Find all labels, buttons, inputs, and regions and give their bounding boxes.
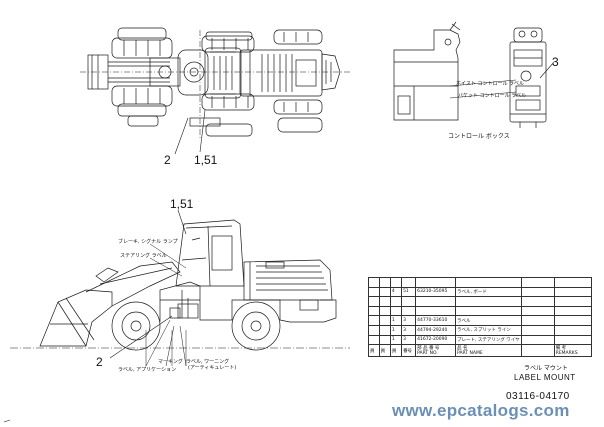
table-cell: 44770-33610 [415,315,457,326]
table-row: 1 3 44794-29240 ラベル, スプリット ライン [368,324,593,336]
control-box-drawing [393,21,555,128]
label-brake-lamp: ブレーキ, シグナル ランプ [118,239,178,245]
control-box-label-upper: ホイスト コントロール ラベル [456,81,525,87]
watermark: www.epcatalogs.com [392,401,570,420]
table-cell: 3 [401,315,417,326]
top-view-loader [80,27,350,155]
drawing-number: 03116-04170 [506,391,570,402]
control-box-label-lower: バケット コントロール ラベル [458,93,527,99]
label-steering: ステアリング ラベル [120,253,167,259]
table-cell: 3 [401,334,417,346]
table-cell: プレート, ステアリング ワイヤ [455,334,522,346]
table-row [368,277,593,288]
side-view-loader [10,209,350,367]
control-box-caption: コントロール ボックス [448,133,510,140]
table-cell: 51 [401,286,417,298]
label-warning-line2: (アーティキュレート) [188,365,237,371]
table-header [520,344,555,358]
table-header: 番号 [401,344,417,358]
table-cell: 41672-20090 [415,334,457,346]
table-cell: ラベル, スプリット ライン [455,324,522,336]
table-cell: ラベル [455,315,522,326]
title-jp: ラベル マウント [524,365,568,372]
label-application: ラベル, アプリケーション [118,367,177,373]
table-header: 員 [378,344,391,358]
table-cell: 1 [389,324,403,336]
table-row: 1 3 44770-33610 ラベル [368,315,593,326]
callout-top-2: 2 [164,153,171,167]
table-row [368,305,593,317]
table-row: 4 51 63210-35095 ラベル, ボード [368,286,593,298]
callout-side-1-51: 1,51 [170,197,194,211]
label-marking: マーキング [158,359,183,365]
callout-control-3: 3 [552,55,559,69]
title-en: LABEL MOUNT [514,373,576,382]
table-cell: 4 [389,286,403,298]
table-cell: 3 [401,324,417,336]
table-cell: 1 [389,334,403,346]
table-cell: ラベル, ボード [455,286,522,298]
table-row [368,296,593,307]
table-header: 員 [368,344,380,358]
table-cell: 63210-35095 [415,286,457,298]
table-header: 員 [389,344,403,358]
callout-top-1-51: 1,51 [194,153,218,167]
label-warning-line1: ラベル, ワーニング [186,359,230,365]
table-cell: 1 [389,315,403,326]
table-row: 1 3 41672-20090 プレート, ステアリング ワイヤ [368,334,593,346]
parts-list-table: 4 51 63210-35095 ラベル, ボード 1 3 44770-3361… [368,277,593,358]
table-cell: 44794-29240 [415,324,457,336]
callout-side-2: 2 [96,355,103,369]
